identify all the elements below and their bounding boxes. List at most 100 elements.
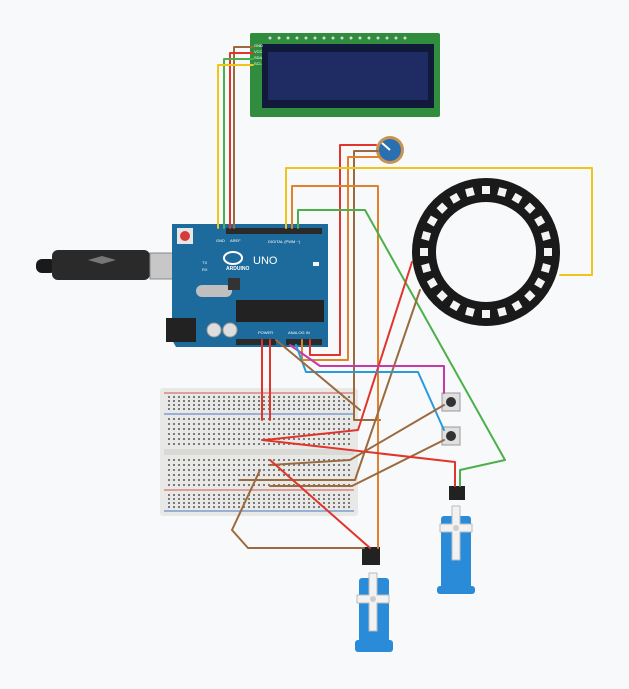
wire-button-1-signal[interactable] [289, 344, 445, 394]
breadboard-hole [343, 464, 345, 466]
wire-lcd-gnd[interactable] [233, 46, 254, 229]
breadboard-hole [283, 408, 285, 410]
breadboard-hole [233, 506, 235, 508]
breadboard-hole [198, 474, 200, 476]
breadboard-hole [313, 423, 315, 425]
breadboard-hole [293, 428, 295, 430]
servo-2[interactable] [355, 547, 393, 652]
breadboard-hole [288, 459, 290, 461]
breadboard-hole [328, 498, 330, 500]
breadboard-hole [283, 396, 285, 398]
breadboard-hole [313, 404, 315, 406]
breadboard-hole [188, 494, 190, 496]
neopixel-ring[interactable] [412, 178, 560, 326]
usb-icon [88, 256, 116, 264]
breadboard-hole [323, 438, 325, 440]
breadboard-hole [253, 469, 255, 471]
breadboard-hole [258, 502, 260, 504]
push-button-2-cap[interactable] [446, 431, 456, 441]
arduino-uno[interactable]: ARDUINO UNO DIGITAL (PWM ~) POWER ANALOG… [166, 224, 328, 347]
servo-1-horn[interactable] [439, 505, 473, 561]
usb-cable[interactable] [36, 250, 193, 280]
wire-pot-2[interactable] [353, 150, 381, 421]
breadboard-hole [348, 433, 350, 435]
breadboard-hole [273, 443, 275, 445]
lcd-pin-label-scl: SCL [254, 61, 263, 66]
wire-button-gnd-1[interactable] [269, 404, 445, 466]
potentiometer[interactable] [376, 136, 404, 164]
breadboard-hole [268, 428, 270, 430]
breadboard-hole [213, 498, 215, 500]
push-button-1-cap[interactable] [446, 397, 456, 407]
servo-1-connector [449, 486, 465, 500]
wire-servo-2-power[interactable] [269, 459, 371, 549]
breadboard-hole [253, 498, 255, 500]
wire-ring-data[interactable] [285, 167, 593, 276]
breadboard-hole [173, 498, 175, 500]
reset-button[interactable] [180, 231, 190, 241]
breadboard-hole [288, 428, 290, 430]
breadboard-hole [173, 479, 175, 481]
breadboard-hole [198, 484, 200, 486]
breadboard-hole [328, 443, 330, 445]
breadboard-hole [293, 498, 295, 500]
breadboard-hole [273, 494, 275, 496]
breadboard-hole [258, 459, 260, 461]
lcd-header-pin [376, 36, 380, 40]
wire-servo-2-gnd[interactable] [231, 469, 365, 549]
breadboard-hole [198, 502, 200, 504]
breadboard-hole [188, 479, 190, 481]
breadboard-hole [208, 498, 210, 500]
breadboard-hole [333, 474, 335, 476]
wire-ring-red[interactable] [264, 261, 413, 441]
breadboard-hole [288, 400, 290, 402]
wire-lcd-sda[interactable] [223, 58, 254, 229]
potentiometer-indicator [381, 142, 391, 151]
breadboard-hole [333, 494, 335, 496]
breadboard-hole [218, 396, 220, 398]
breadboard-hole [298, 408, 300, 410]
lcd-header-pin [349, 36, 353, 40]
breadboard-hole [343, 404, 345, 406]
breadboard-hole [288, 506, 290, 508]
wire-button-2-signal[interactable] [295, 344, 445, 431]
breadboard[interactable] [160, 388, 358, 516]
wire-ring-gnd[interactable] [239, 289, 421, 481]
breadboard-hole [318, 404, 320, 406]
lcd-display[interactable]: GND VCC SDA SCL [250, 33, 440, 117]
breadboard-hole [333, 498, 335, 500]
breadboard-hole [203, 498, 205, 500]
breadboard-hole [203, 433, 205, 435]
breadboard-hole [273, 404, 275, 406]
breadboard-hole [338, 474, 340, 476]
wire-green[interactable] [297, 209, 506, 487]
breadboard-hole [203, 400, 205, 402]
wire-arduino-gnd[interactable] [275, 339, 361, 411]
breadboard-hole [243, 428, 245, 430]
wire-lcd-scl[interactable] [217, 64, 254, 229]
breadboard-hole [243, 464, 245, 466]
breadboard-hole [293, 408, 295, 410]
breadboard-hole [288, 494, 290, 496]
push-button-1[interactable] [441, 392, 461, 412]
breadboard-hole [298, 506, 300, 508]
breadboard-hole [213, 459, 215, 461]
push-button-2[interactable] [441, 426, 461, 446]
wire-button-gnd-2[interactable] [269, 439, 445, 487]
breadboard-hole [213, 464, 215, 466]
breadboard-hole [228, 443, 230, 445]
breadboard-hole [273, 469, 275, 471]
breadboard-hole [208, 506, 210, 508]
wire-lcd-vcc[interactable] [229, 52, 254, 229]
servo-1[interactable] [437, 486, 475, 594]
breadboard-hole [333, 396, 335, 398]
breadboard-hole [253, 459, 255, 461]
neopixel-led [436, 202, 448, 214]
breadboard-hole [343, 469, 345, 471]
wire-pot-1[interactable] [309, 144, 377, 356]
breadboard-hole [278, 459, 280, 461]
wire-servo-1-power[interactable] [261, 439, 456, 487]
breadboard-hole [198, 433, 200, 435]
neopixel-led [540, 263, 551, 273]
